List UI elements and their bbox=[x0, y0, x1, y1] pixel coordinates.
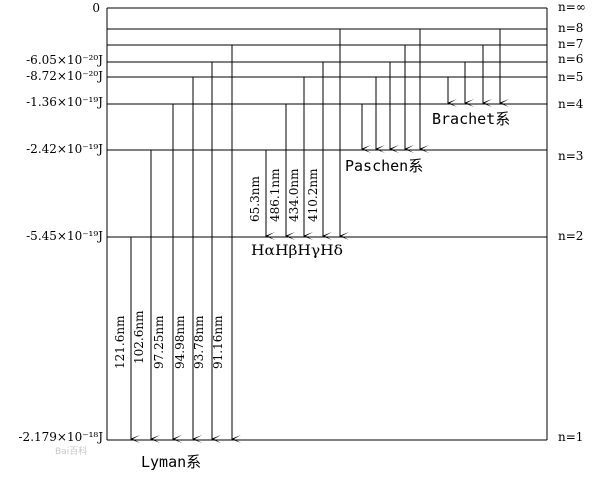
wl-label-lyman-6: 91.16nm bbox=[211, 315, 225, 369]
balmer-wavelength-labels: 65.3nm 486.1nm 434.0nm 410.2nm bbox=[248, 168, 320, 222]
wl-label-balmer-alpha: 65.3nm bbox=[248, 176, 262, 222]
n-label-1: n=1 bbox=[558, 430, 583, 444]
lyman-wavelength-labels: 121.6nm 102.6nm 97.25nm 94.98nm 93.78nm … bbox=[113, 310, 225, 369]
wl-label-lyman-2: 102.6nm bbox=[132, 310, 146, 364]
wl-label-lyman-3: 97.25nm bbox=[152, 315, 166, 369]
wl-label-lyman-5: 93.78nm bbox=[192, 315, 206, 369]
n-label-3: n=3 bbox=[558, 149, 583, 163]
energy-label-n4: -1.36×10⁻¹⁹J bbox=[26, 95, 103, 109]
n-label-inf: n=∞ bbox=[558, 0, 586, 14]
diagram-frame bbox=[106, 8, 548, 440]
n-label-8: n=8 bbox=[558, 21, 583, 35]
energy-label-inf: 0 bbox=[92, 1, 100, 15]
quantum-number-labels: n=∞ n=8 n=7 n=6 n=5 n=4 n=3 n=2 n=1 bbox=[558, 0, 586, 444]
wl-label-balmer-gamma: 434.0nm bbox=[287, 168, 301, 222]
energy-label-n2: -5.45×10⁻¹⁹J bbox=[26, 229, 103, 243]
n-label-6: n=6 bbox=[558, 52, 583, 66]
energy-label-n3: -2.42×10⁻¹⁹J bbox=[26, 142, 103, 156]
wl-label-balmer-beta: 486.1nm bbox=[268, 168, 282, 222]
wl-label-lyman-1: 121.6nm bbox=[113, 315, 127, 369]
energy-label-n6: -6.05×10⁻²⁰J bbox=[26, 53, 103, 67]
wl-label-balmer-delta: 410.2nm bbox=[306, 168, 320, 222]
energy-labels: 0 -6.05×10⁻²⁰J -8.72×10⁻²⁰J -1.36×10⁻¹⁹J… bbox=[19, 1, 104, 444]
balmer-line-names: HαHβHγHδ bbox=[251, 243, 343, 259]
n-label-5: n=5 bbox=[558, 70, 583, 84]
paschen-series-label: Paschen系 bbox=[345, 157, 423, 175]
wl-label-lyman-4: 94.98nm bbox=[173, 315, 187, 369]
transition-arrows bbox=[130, 29, 509, 443]
n-label-2: n=2 bbox=[558, 229, 583, 243]
brachet-series-label: Brachet系 bbox=[432, 110, 510, 128]
energy-label-n1: -2.179×10⁻¹⁸J bbox=[19, 430, 104, 444]
energy-label-n5: -8.72×10⁻²⁰J bbox=[26, 69, 103, 83]
n-label-7: n=7 bbox=[558, 37, 583, 51]
n-label-4: n=4 bbox=[558, 97, 584, 111]
lyman-series-label: Lyman系 bbox=[141, 453, 201, 471]
watermark-logo: Bai百科 bbox=[55, 445, 87, 457]
